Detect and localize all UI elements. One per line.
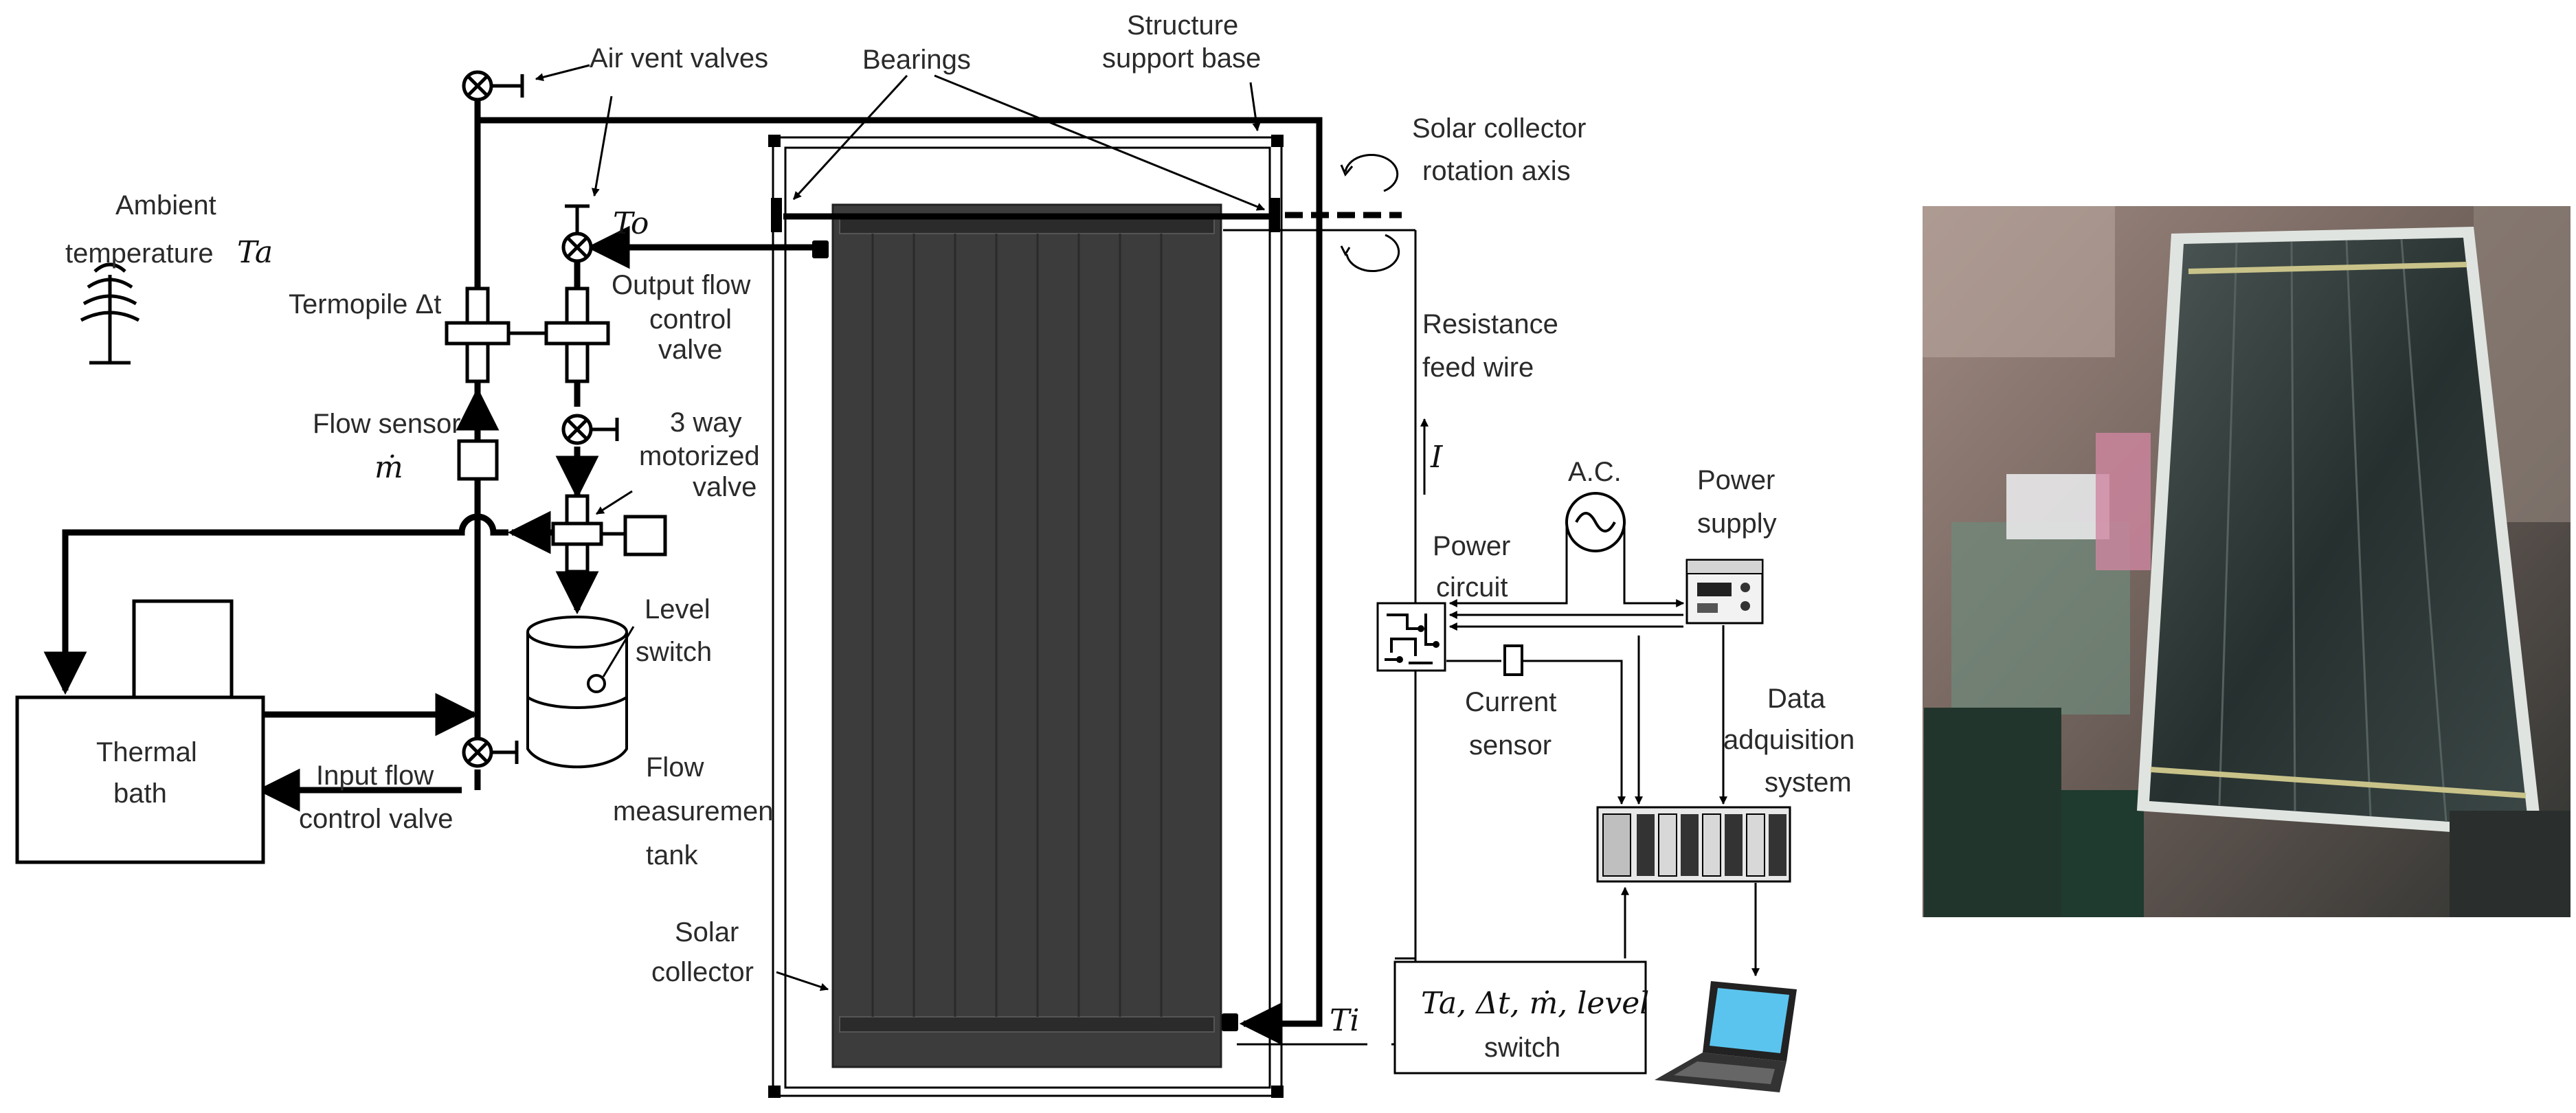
current-symbol: I <box>1430 440 1444 475</box>
air-vent-valves-label: Air vent valves <box>590 43 768 74</box>
three-way-label-1: 3 way <box>670 407 742 438</box>
electrical-wiring <box>1446 522 1760 977</box>
tank-label-2: measuremen <box>613 796 773 827</box>
resistance-label-2: feed wire <box>1422 352 1534 383</box>
bypass-valve-icon <box>561 414 619 445</box>
bearings-label: Bearings <box>862 45 971 75</box>
ac-source-icon <box>1565 492 1626 552</box>
power-supply-label-2: supply <box>1697 508 1777 539</box>
weather-station-icon <box>80 262 140 365</box>
power-supply-label-1: Power <box>1697 465 1775 495</box>
flow-sensor <box>457 439 499 481</box>
valve-icon <box>462 70 524 102</box>
input-valve-icon <box>462 737 519 768</box>
current-sensor-label-1: Current <box>1465 687 1556 717</box>
thermal-bath <box>15 599 265 864</box>
power-circuit-label-2: circuit <box>1436 572 1508 603</box>
daq-label-2: adquisition <box>1723 725 1855 755</box>
flow-symbol: ṁ <box>374 450 403 485</box>
collector-photo <box>1923 206 2571 917</box>
flow-sensor-label: Flow sensor <box>313 409 461 439</box>
input-valve-label-1: Input flow <box>316 761 434 791</box>
thermal-bath-label-1: Thermal <box>96 737 197 767</box>
tank-label-3: tank <box>646 840 699 870</box>
measurements-box <box>1393 960 1647 1075</box>
output-valve-icon <box>561 204 593 263</box>
ambient-label-1: Ambient <box>115 190 216 221</box>
rotation-arrow-icon <box>1340 153 1400 273</box>
daq-icon <box>1596 806 1791 883</box>
measurements-label-1: Ta, Δt, ṁ, level <box>1421 986 1649 1021</box>
input-valve-label-2: control valve <box>299 804 453 834</box>
measurements-label-2: switch <box>1484 1033 1560 1063</box>
structure-support-base <box>768 135 1284 1098</box>
resistance-label-1: Resistance <box>1422 309 1558 339</box>
three-way-label-3: valve <box>693 472 757 502</box>
flow-measurement-tank <box>526 616 628 769</box>
current-sensor-label-2: sensor <box>1469 730 1552 761</box>
ac-label: A.C. <box>1568 457 1622 487</box>
output-temp-symbol: To <box>613 206 649 241</box>
ambient-symbol: Ta <box>237 235 273 270</box>
power-circuit-label-1: Power <box>1433 531 1510 561</box>
termopile-label: Termopile Δt <box>289 289 441 319</box>
rotation-axis-label-1: Solar collector <box>1412 113 1586 144</box>
three-way-valve <box>551 494 667 574</box>
solar-collector-label-1: Solar <box>675 917 739 947</box>
output-valve-label-3: valve <box>658 335 722 365</box>
level-switch-label-1: Level <box>645 594 710 625</box>
tank-label-1: Flow <box>646 752 704 783</box>
circuit-board-icon <box>1376 602 1446 672</box>
termopile-fittings <box>445 286 610 383</box>
output-valve-label-2: control <box>649 304 732 335</box>
level-switch-label-2: switch <box>636 637 712 667</box>
solar-collector <box>812 203 1238 1068</box>
power-supply-icon <box>1685 559 1764 625</box>
current-sensor <box>1503 644 1523 676</box>
structure-label-2: support base <box>1102 43 1261 74</box>
leader-lines <box>535 64 1266 991</box>
structure-label-1: Structure <box>1127 10 1238 41</box>
output-valve-label-1: Output flow <box>612 270 750 300</box>
solar-collector-label-2: collector <box>651 957 754 987</box>
laptop-icon <box>1655 981 1797 1092</box>
thermal-bath-label-2: bath <box>113 778 167 809</box>
input-temp-symbol: Ti <box>1330 1003 1359 1038</box>
ambient-label-2: temperature <box>65 238 214 269</box>
daq-label-1: Data <box>1767 684 1826 714</box>
three-way-label-2: motorized <box>639 441 760 471</box>
daq-label-3: system <box>1765 767 1852 798</box>
rotation-axis-label-2: rotation axis <box>1422 156 1571 186</box>
